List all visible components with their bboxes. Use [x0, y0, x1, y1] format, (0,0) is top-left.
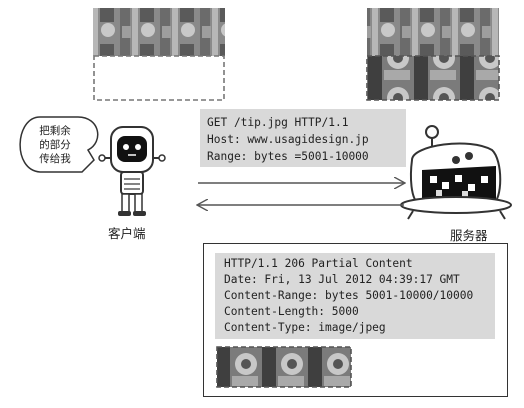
client-image-missing-part — [93, 55, 225, 101]
speech-line-2: 的部分 — [39, 139, 71, 151]
response-body-image — [216, 346, 352, 388]
client-image-received-part — [93, 8, 225, 56]
request-line-3: Range: bytes =5001-10000 — [207, 150, 369, 163]
speech-line-1: 把剩余 — [39, 125, 71, 137]
server-image-range-outline — [366, 55, 500, 101]
speech-line-3: 传给我 — [39, 153, 71, 165]
server-image-requested-part — [367, 56, 499, 100]
speech-bubble — [19, 116, 99, 173]
client-robot-icon — [98, 126, 166, 216]
response-line-2: Date: Fri, 13 Jul 2012 04:39:17 GMT — [224, 273, 460, 286]
request-message: GET /tip.jpg HTTP/1.1 Host: www.usagides… — [200, 109, 406, 167]
response-line-1: HTTP/1.1 206 Partial Content — [224, 257, 413, 270]
client-partial-image — [93, 8, 225, 101]
request-line-1: GET /tip.jpg HTTP/1.1 — [207, 116, 349, 129]
client-label: 客户端 — [108, 226, 146, 241]
request-line-2: Host: www.usagidesign.jp — [207, 133, 369, 146]
server-robot-icon — [400, 125, 512, 220]
server-image-top-part — [367, 8, 499, 56]
server-label: 服务器 — [450, 228, 488, 243]
response-line-5: Content-Type: image/jpeg — [224, 321, 386, 334]
response-header: HTTP/1.1 206 Partial Content Date: Fri, … — [215, 253, 495, 339]
speech-bubble-text: 把剩余 的部分 传给我 — [24, 124, 86, 166]
response-line-4: Content-Length: 5000 — [224, 305, 359, 318]
response-line-3: Content-Range: bytes 5001-10000/10000 — [224, 289, 474, 302]
server-full-image — [366, 8, 500, 101]
